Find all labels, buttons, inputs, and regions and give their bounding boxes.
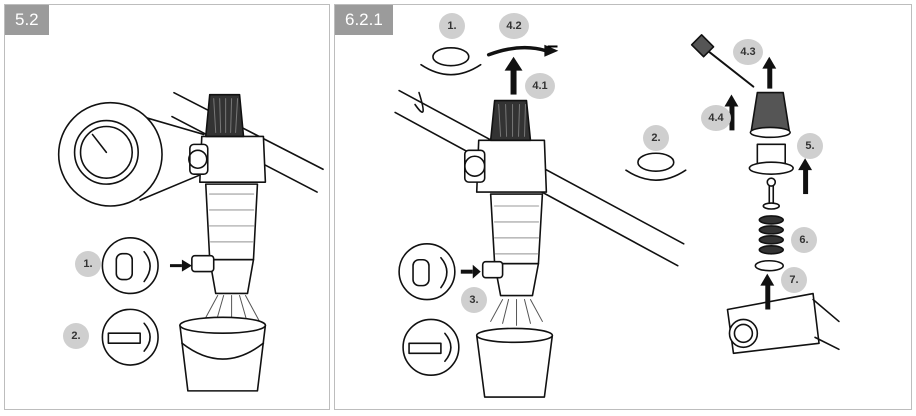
step-badge: 6. — [791, 227, 817, 253]
arrow-up-4-1 — [510, 68, 517, 95]
exploded-nut — [756, 143, 786, 166]
exploded-spring — [758, 215, 785, 255]
filter-bowl — [204, 183, 259, 261]
step-badge: 2. — [63, 323, 89, 349]
section-tag: 6.2.1 — [335, 5, 393, 35]
arrow-up-4-3 — [767, 66, 773, 89]
bucket — [179, 324, 267, 392]
filter-head — [475, 139, 548, 193]
step-badge: 2. — [643, 125, 669, 151]
filter-disassembly-diagram — [394, 34, 840, 398]
step-badge: 7. — [781, 267, 807, 293]
step-badge: 4.3 — [733, 39, 763, 65]
water-spray — [490, 299, 543, 326]
step-badge: 4.4 — [701, 105, 731, 131]
step-badge: 3. — [461, 287, 487, 313]
filter-head — [199, 135, 267, 183]
panel-6-2-1: 6.2.1 — [334, 4, 912, 410]
section-tag: 5.2 — [5, 5, 49, 35]
step-badge: 4.1 — [525, 73, 555, 99]
bucket — [475, 334, 554, 398]
filter-flush-diagram — [57, 91, 324, 392]
step-badge: 1. — [75, 251, 101, 277]
step-badge: 5. — [797, 133, 823, 159]
panel-5-2: 5.2 — [4, 4, 330, 410]
water-spray — [203, 294, 260, 324]
arrow-to-valve — [460, 269, 473, 274]
minus-sign: – — [547, 35, 559, 57]
step-badge: 1. — [439, 13, 465, 39]
arrow-up-5 — [803, 168, 809, 195]
rotation-arrow — [486, 45, 549, 57]
step-badge: 4.2 — [499, 13, 529, 39]
arrow-up-7 — [765, 283, 771, 310]
exploded-o-ring — [754, 259, 785, 272]
arrow-up-4-4 — [729, 104, 735, 131]
exploded-knob — [750, 91, 790, 132]
